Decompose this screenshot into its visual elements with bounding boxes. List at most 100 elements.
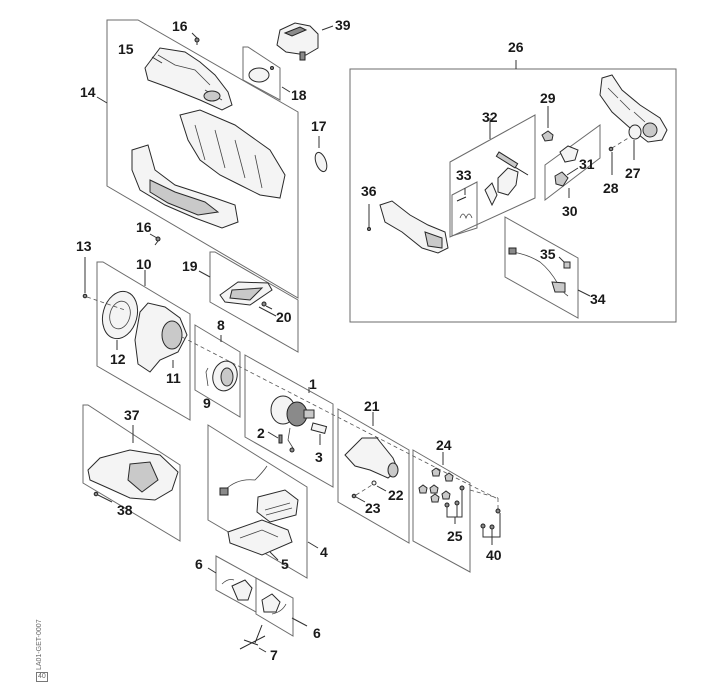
callout-3: 3 xyxy=(315,449,323,465)
part-3-bearing[interactable] xyxy=(310,422,328,445)
part-31-switch[interactable] xyxy=(554,167,579,187)
group-10-fan-housing xyxy=(82,257,191,421)
part-18-cap[interactable] xyxy=(248,66,274,83)
part-7-spring-clip[interactable] xyxy=(239,624,267,653)
part-24-nuts[interactable] xyxy=(418,467,454,503)
frame-14 xyxy=(106,19,299,299)
frame-30 xyxy=(544,124,601,202)
part-12-fan-cover[interactable] xyxy=(97,287,142,350)
part-23-screw[interactable] xyxy=(351,484,373,503)
assembly-axis-end xyxy=(455,477,497,499)
drawing-code-box: 40 xyxy=(36,672,48,682)
part-40-screws[interactable] xyxy=(469,489,501,545)
part-34-cable-harness[interactable] xyxy=(508,247,591,297)
group-8-fan xyxy=(194,324,241,418)
part-29-nut[interactable] xyxy=(541,106,554,142)
frame-24 xyxy=(412,449,471,573)
frame-18 xyxy=(242,46,281,101)
part-21-gear-housing[interactable] xyxy=(344,437,399,479)
callout-26: 26 xyxy=(508,39,524,55)
callout-27: 27 xyxy=(625,165,641,181)
group-14-housing xyxy=(106,19,329,353)
part-16-screw-top[interactable] xyxy=(191,32,200,45)
callout-30: 30 xyxy=(562,203,578,219)
part-33-spring-kit[interactable] xyxy=(456,188,473,220)
part-37-base-cover[interactable] xyxy=(87,449,179,501)
callout-1: 1 xyxy=(309,376,317,392)
callout-28: 28 xyxy=(603,180,619,196)
part-5-tray[interactable] xyxy=(227,519,293,561)
callout-23: 23 xyxy=(365,500,381,516)
part-27-knob[interactable] xyxy=(628,124,642,160)
frame-6b xyxy=(255,577,294,637)
frame-21 xyxy=(337,408,410,544)
part-9-clip[interactable] xyxy=(205,367,209,387)
part-35-connector[interactable] xyxy=(558,256,571,269)
part-16-screw-bottom[interactable] xyxy=(149,233,161,246)
callout-8: 8 xyxy=(217,317,225,333)
callout-22: 22 xyxy=(388,487,404,503)
frame-10 xyxy=(96,261,191,421)
group-26-handle xyxy=(349,60,677,323)
group-37-base xyxy=(82,404,181,542)
part-32-trigger[interactable] xyxy=(484,151,529,207)
callout-20: 20 xyxy=(276,309,292,325)
group-21-gear-housing xyxy=(337,408,410,544)
part-39-battery-cover[interactable] xyxy=(276,22,319,61)
frame-32 xyxy=(449,114,536,238)
callout-5: 5 xyxy=(281,556,289,572)
frame-19 xyxy=(209,251,299,353)
callout-15: 15 xyxy=(118,41,134,57)
part-20-screw[interactable] xyxy=(261,301,273,310)
part-1-motor[interactable] xyxy=(270,395,315,427)
callout-14: 14 xyxy=(80,84,96,100)
callout-31: 31 xyxy=(579,156,595,172)
part-15-upper-shell[interactable] xyxy=(144,47,233,111)
callout-13: 13 xyxy=(76,238,92,254)
callout-19: 19 xyxy=(182,258,198,274)
part-22-washer[interactable] xyxy=(371,480,387,492)
group-1-motor xyxy=(244,354,334,488)
part-28-screw[interactable] xyxy=(608,136,631,175)
part-26-handle-frame[interactable] xyxy=(599,74,668,143)
frame-8 xyxy=(194,324,241,418)
callout-12: 12 xyxy=(110,351,126,367)
frame-37 xyxy=(82,404,181,542)
frame-26 xyxy=(349,68,677,323)
callout-25: 25 xyxy=(447,528,463,544)
callout-11: 11 xyxy=(166,370,181,386)
part-30-switch-cover[interactable] xyxy=(559,145,579,163)
drawing-code: LA01-GET-0007 40 xyxy=(34,612,48,682)
group-6-contacts xyxy=(207,555,308,653)
callout-6b: 6 xyxy=(313,625,321,641)
callout-29: 29 xyxy=(540,90,556,106)
callout-17: 17 xyxy=(311,118,327,134)
callout-16a: 16 xyxy=(172,18,188,34)
part-2-screw[interactable] xyxy=(267,427,295,453)
callout-21: 21 xyxy=(364,398,380,414)
part-6b-contact[interactable] xyxy=(261,593,308,627)
part-36-front-grip[interactable] xyxy=(367,200,449,254)
part-6a-contact[interactable] xyxy=(207,567,253,601)
callout-9: 9 xyxy=(203,395,211,411)
callout-35: 35 xyxy=(540,246,556,262)
callout-24: 24 xyxy=(436,437,452,453)
part-14-housing-shell[interactable] xyxy=(131,109,286,229)
part-38-screw[interactable] xyxy=(93,491,113,503)
frame-33 xyxy=(451,181,478,237)
callouts: 1 2 3 4 5 6 6 7 8 9 10 11 12 13 14 15 16… xyxy=(76,17,641,663)
drawing-code-text: LA01-GET-0007 xyxy=(36,619,43,670)
part-17-gasket[interactable] xyxy=(313,136,329,173)
part-19-filter[interactable] xyxy=(219,281,273,306)
part-11-fan-housing[interactable] xyxy=(134,302,188,373)
part-13-screw[interactable] xyxy=(82,257,126,311)
part-8-fan-wheel[interactable] xyxy=(210,358,241,393)
part-25-screws[interactable] xyxy=(444,485,465,524)
callout-34: 34 xyxy=(590,291,606,307)
part-4-control-board[interactable] xyxy=(219,465,319,549)
callout-2: 2 xyxy=(257,425,265,441)
callout-6a: 6 xyxy=(195,556,203,572)
assembly-axis xyxy=(181,336,457,479)
callout-16b: 16 xyxy=(136,219,152,235)
